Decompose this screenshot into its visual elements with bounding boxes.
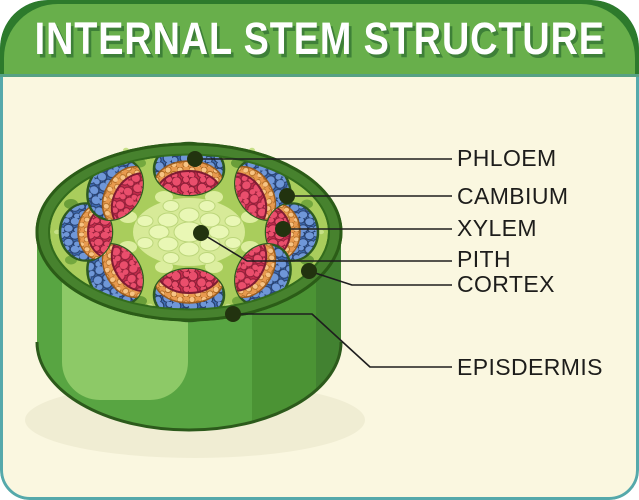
- leader-line-episdermis: [233, 313, 452, 368]
- marker-dot-cambium: [279, 188, 295, 204]
- label-cambium: CAMBIUM: [457, 183, 569, 209]
- pith-region: [119, 191, 259, 273]
- label-episdermis: EPISDERMIS: [457, 354, 603, 380]
- stem-cross-section: [35, 141, 343, 323]
- marker-dot-xylem: [275, 221, 291, 237]
- leader-lines: [195, 158, 452, 368]
- label-cortex: CORTEX: [457, 271, 555, 297]
- header-separator: [0, 74, 639, 77]
- label-phloem: PHLOEM: [457, 145, 557, 171]
- header: INTERNAL STEM STRUCTURE: [0, 0, 639, 74]
- label-xylem: XYLEM: [457, 215, 537, 241]
- page-title: INTERNAL STEM STRUCTURE: [34, 13, 605, 64]
- header-banner: INTERNAL STEM STRUCTURE: [4, 4, 635, 74]
- epidermis-ring: [38, 144, 340, 320]
- marker-dot-pith: [193, 225, 209, 241]
- marker-dot-phloem: [187, 151, 203, 167]
- leader-line-pith: [200, 232, 452, 262]
- marker-dots: [187, 151, 317, 322]
- label-pith: PITH: [457, 246, 511, 272]
- marker-dot-cortex: [301, 263, 317, 279]
- marker-dot-episdermis: [225, 306, 241, 322]
- leader-line-cortex: [308, 270, 452, 286]
